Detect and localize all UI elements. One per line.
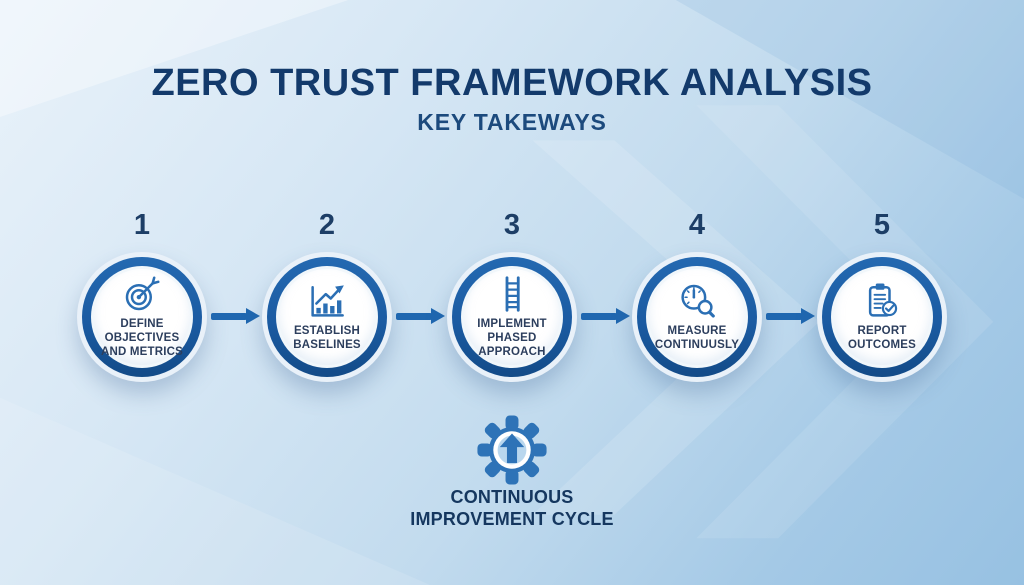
connector: [762, 207, 817, 407]
connector: [207, 207, 262, 407]
step-circle: IMPLEMENT PHASED APPROACH: [447, 252, 577, 382]
step-define-objectives: 1 DEFINE OBJECTIVES AND METRICS: [77, 207, 207, 382]
clipboard-check-icon: [868, 283, 898, 317]
step-number: 3: [503, 209, 521, 241]
step-implement-phased: 3 IMPLEMENT PHASED APPROACH: [447, 207, 577, 382]
step-circle: ESTABLISH BASELINES: [262, 252, 392, 382]
connector: [577, 207, 632, 407]
target-dart-icon: [125, 276, 160, 311]
ladder-icon: [505, 276, 520, 312]
right-arrow-icon: [581, 308, 630, 324]
step-label: REPORT OUTCOMES: [847, 325, 917, 351]
page-title: ZERO TRUST FRAMEWORK ANALYSIS: [151, 62, 873, 104]
step-circle: DEFINE OBJECTIVES AND METRICS: [77, 252, 207, 382]
step-number: 4: [688, 209, 706, 241]
step-number: 2: [318, 209, 336, 241]
right-arrow-icon: [766, 308, 815, 324]
step-circle: REPORT OUTCOMES: [817, 252, 947, 382]
process-steps-row: 1 DEFINE OBJECTIVES AND METRICS: [0, 207, 1024, 407]
step-measure-continuously: 4 MEASURE CON: [632, 207, 762, 382]
step-number: 5: [873, 209, 891, 241]
continuous-improvement-label: CONTINUOUS IMPROVEMENT CYCLE: [410, 487, 614, 529]
bar-chart-growth-icon: [311, 285, 344, 317]
clock-magnifier-icon: [681, 284, 715, 318]
continuous-improvement-graphic: [0, 414, 1024, 486]
step-circle: MEASURE CONTINUUSLY: [632, 252, 762, 382]
step-number: 1: [133, 209, 151, 241]
step-label: MEASURE CONTINUUSLY: [654, 325, 740, 351]
step-report-outcomes: 5 REPORT OUTCOMES: [817, 207, 947, 382]
right-arrow-icon: [396, 308, 445, 324]
page-subtitle: KEY TAKEWAYS: [417, 109, 607, 135]
step-label: DEFINE OBJECTIVES AND METRICS: [100, 318, 184, 358]
connector: [392, 207, 447, 407]
step-label: ESTABLISH BASELINES: [293, 325, 361, 351]
step-label: IMPLEMENT PHASED APPROACH: [477, 318, 547, 358]
step-establish-baselines: 2 ESTABLISH BASELINES: [262, 207, 392, 382]
right-arrow-icon: [211, 308, 260, 324]
gear-up-arrow-icon: [477, 415, 547, 485]
